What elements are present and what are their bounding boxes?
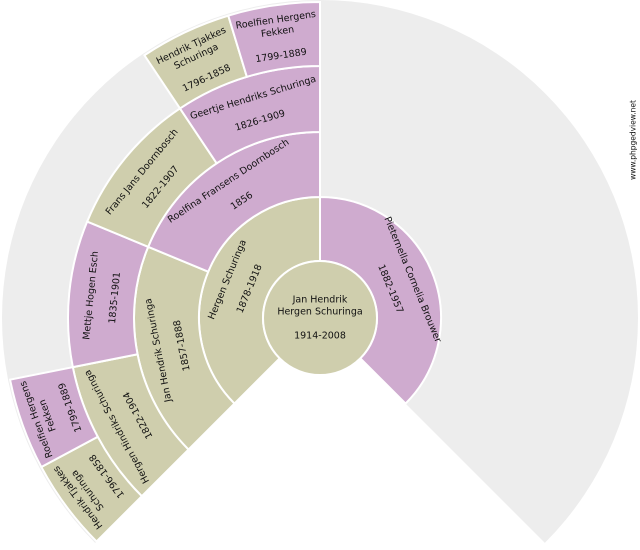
person-dates: 1835-1901 (107, 271, 123, 324)
ancestor-segment-g4-s1[interactable] (8, 365, 100, 469)
watermark: www.phpgedview.net (627, 95, 639, 185)
watermark-text: www.phpgedview.net (628, 100, 638, 180)
root-dates: 1914-2008 (294, 331, 346, 342)
root-person-circle[interactable] (262, 260, 378, 376)
root-name-line: Hergen Schuringa (277, 307, 362, 318)
root-name-line: Jan Hendrik (292, 295, 348, 306)
ancestor-segment-g3-s1[interactable] (67, 220, 150, 369)
person-name-line: Fekken (260, 24, 295, 40)
ancestor-segment-g4-s7[interactable] (227, 0, 321, 79)
